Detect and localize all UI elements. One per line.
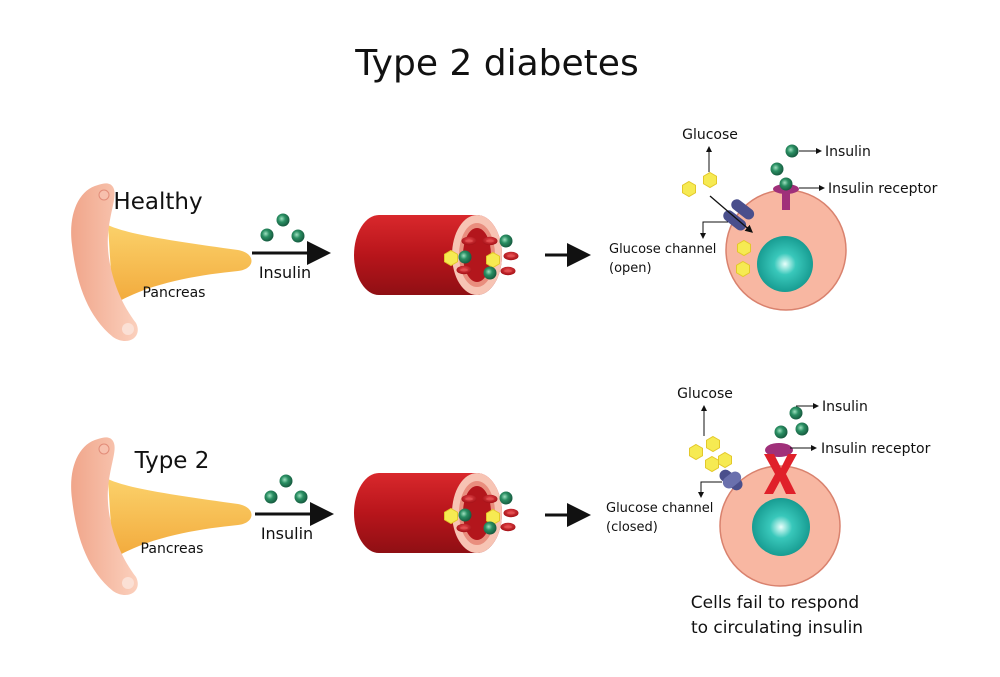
- caption-line-1: Cells fail to respond: [691, 593, 859, 613]
- glucose-label: Glucose: [682, 127, 738, 143]
- row-type2: Type 2 Pancreas Insulin: [70, 386, 931, 638]
- page-title: Type 2 diabetes: [354, 43, 638, 84]
- insulin-molecules: [264, 474, 308, 504]
- insulin-receptor-label: Insulin receptor: [828, 181, 938, 197]
- glucose-label: Glucose: [677, 386, 733, 402]
- cell-type2: [689, 406, 841, 587]
- glucose-channel-open: [723, 199, 755, 231]
- pancreas-label: Pancreas: [143, 285, 206, 301]
- blood-vessel: [354, 473, 502, 553]
- pancreas-label: Pancreas: [141, 541, 204, 557]
- insulin-receptor-label: Insulin receptor: [821, 441, 931, 457]
- row-healthy: Healthy Pancreas Insulin: [70, 127, 938, 342]
- glucose-channel-closed: [719, 469, 743, 491]
- insulin-molecules: [260, 213, 305, 243]
- arrow-label: Insulin: [261, 524, 313, 543]
- nucleus: [752, 498, 810, 556]
- blocked-x-icon: [764, 454, 797, 494]
- cell-healthy: [682, 144, 847, 311]
- row-heading: Type 2: [134, 448, 210, 474]
- caption-line-2: to circulating insulin: [691, 618, 863, 638]
- insulin-label: Insulin: [822, 399, 868, 415]
- glucose-channel-state: (open): [609, 261, 652, 276]
- insulin-label: Insulin: [825, 144, 871, 160]
- glucose-channel-state: (closed): [606, 520, 658, 535]
- row-heading: Healthy: [113, 189, 202, 215]
- nucleus: [757, 236, 813, 292]
- arrow-label: Insulin: [259, 263, 311, 282]
- glucose-channel-label: Glucose channel: [609, 242, 716, 257]
- blood-vessel: [354, 215, 502, 295]
- glucose-channel-label: Glucose channel: [606, 501, 713, 516]
- insulin-receptor: [765, 443, 793, 457]
